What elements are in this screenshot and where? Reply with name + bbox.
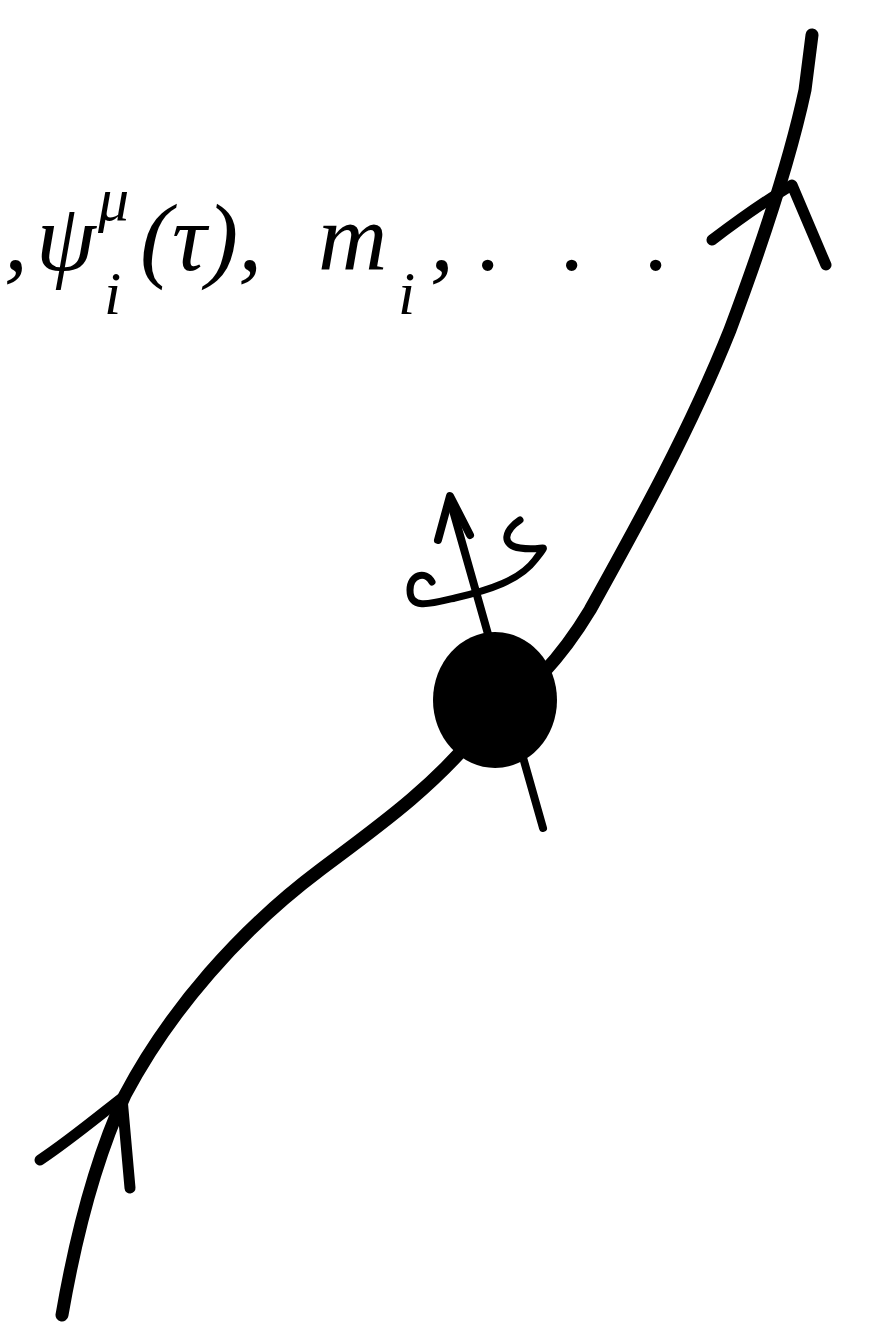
index-label: μ (98, 168, 129, 230)
index-label: i (398, 262, 415, 324)
direction-arrow (40, 1098, 130, 1188)
symbol-label: (τ), (140, 190, 262, 286)
particle-dot (433, 632, 557, 768)
symbol-label: , (4, 190, 28, 286)
spin-curl (410, 520, 543, 604)
direction-arrow (712, 185, 826, 265)
symbol-label: , (430, 190, 454, 286)
symbol-label: . . . (478, 190, 688, 286)
symbol-label: m (318, 190, 387, 286)
index-label: i (104, 262, 121, 324)
spin-arrowhead (438, 496, 470, 540)
symbol-label: ψ (36, 190, 96, 286)
worldline (62, 35, 812, 1315)
